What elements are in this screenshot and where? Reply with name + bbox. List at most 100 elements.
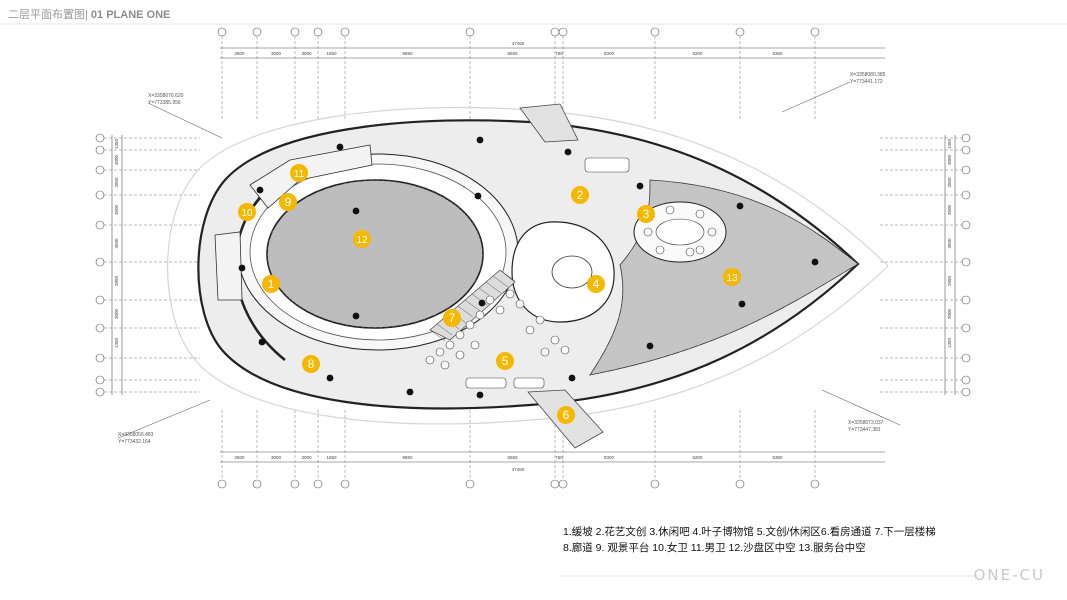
stair-tread: [457, 305, 474, 318]
grid-bubble: [252, 479, 262, 489]
marker-dot: [496, 352, 514, 370]
coordinate-x-se: X=3358073.037: [848, 420, 884, 426]
grid-bubble: [95, 353, 105, 363]
grid-bubble: [340, 479, 350, 489]
dimension-top: 2800: [234, 51, 245, 56]
dimension-left: 1350: [114, 138, 119, 149]
dimension-total-bottom: 47450: [512, 467, 525, 472]
dimension-bottom: 6550: [507, 455, 518, 460]
dimension-left: 3500: [114, 204, 119, 215]
dimension-right: 3500: [947, 238, 952, 249]
brand-logo: ONE-CU: [973, 566, 1045, 584]
grid-bubble: [550, 27, 560, 37]
marker-dot: [637, 205, 655, 223]
grid-bubble: [95, 387, 105, 397]
bar-stool: [707, 227, 717, 237]
stair-tread: [485, 281, 502, 294]
coordinate-y-nw: Y=773385.956: [148, 100, 181, 106]
marker-number: 10: [241, 208, 253, 219]
column: [256, 186, 264, 194]
marker-number: 6: [563, 408, 570, 422]
grid-bubble: [961, 133, 971, 143]
dimension-left: 2850: [114, 177, 119, 188]
dimension-right: 3000: [947, 154, 952, 165]
dimension-bottom: 2800: [234, 455, 245, 460]
grid-bubble: [650, 479, 660, 489]
marker-number: 4: [593, 277, 600, 291]
grid-bubble: [95, 165, 105, 175]
seat: [495, 305, 505, 315]
coordinate-x-nw: X=3358076.620: [148, 93, 184, 99]
dimension-bottom: 1650: [326, 455, 337, 460]
leisure-bar-inner: [655, 218, 705, 246]
furniture: [425, 157, 717, 389]
marker-dot: [279, 193, 297, 211]
columns: [238, 136, 819, 399]
room-marker-6: 6: [557, 406, 575, 424]
grid-bubble: [735, 479, 745, 489]
sofa: [465, 377, 507, 389]
column: [352, 312, 360, 320]
room-marker-13: 13: [723, 268, 741, 286]
dimension-bottom: 750: [555, 455, 563, 460]
grid-bubble: [95, 145, 105, 155]
dimension-labels: 2800280030003000300030001650165098509850…: [114, 41, 952, 472]
marker-number: 9: [285, 195, 292, 209]
dimension-right: 3000: [947, 308, 952, 319]
column: [568, 374, 576, 382]
stair-tread: [492, 275, 509, 288]
dimension-top: 5350: [772, 51, 783, 56]
grid-bubble: [810, 479, 820, 489]
seat: [455, 350, 465, 360]
dimension-bottom: 3000: [301, 455, 312, 460]
dimension-right: 1350: [947, 138, 952, 149]
toilet-block-south: [214, 231, 243, 301]
grid-bubble: [961, 295, 971, 305]
room-marker-7: 7: [443, 309, 461, 327]
marker-number: 7: [449, 311, 456, 325]
grid-bubble: [95, 190, 105, 200]
marker-number: 2: [577, 188, 584, 202]
bar-stool: [695, 209, 705, 219]
seat: [440, 360, 450, 370]
coordinate-leaders: [117, 81, 901, 439]
stair-tread: [464, 299, 481, 312]
seat: [540, 347, 550, 357]
grid-bubble: [961, 387, 971, 397]
bar-stool: [643, 227, 653, 237]
column: [636, 182, 644, 190]
marker-number: 1: [268, 277, 275, 291]
dimension-top: 8300: [604, 51, 615, 56]
grid-bubble: [252, 27, 262, 37]
grid-bubble: [961, 323, 971, 333]
seat: [445, 340, 455, 350]
stair-tread: [429, 329, 446, 342]
grid-bubble: [290, 479, 300, 489]
dimension-top: 1650: [326, 51, 337, 56]
coordinate-y-sw: Y=773432.164: [118, 439, 151, 445]
marker-dot: [571, 186, 589, 204]
seat: [455, 330, 465, 340]
void-12-hatch: [267, 180, 483, 328]
grid-bubble: [558, 479, 568, 489]
grid-bubble: [217, 27, 227, 37]
grid-bubble: [313, 27, 323, 37]
legend: 1.缓坡 2.花艺文创 3.休闲吧 4.叶子博物馆 5.文创/休闲区6.看房通道…: [563, 524, 936, 556]
dimension-top: 6200: [692, 51, 703, 56]
dimension-left: 2850: [114, 275, 119, 286]
grid-bubble: [95, 133, 105, 143]
page-title: 二层平面布置图| 01 PLANE ONE: [8, 6, 170, 22]
grid-bubble: [961, 353, 971, 363]
seat: [485, 295, 495, 305]
room-marker-11: 11: [290, 164, 308, 182]
dimension-left: 3500: [114, 238, 119, 249]
coordinate-x-sw: X=3358056.483: [118, 432, 154, 438]
column: [564, 148, 572, 156]
dimension-right: 2850: [947, 275, 952, 286]
title-main: 01 PLANE ONE: [90, 9, 171, 21]
column: [258, 338, 266, 346]
room-marker-5: 5: [496, 352, 514, 370]
marker-dot: [557, 406, 575, 424]
legend-line-1: 1.缓坡 2.花艺文创 3.休闲吧 4.叶子博物馆 5.文创/休闲区6.看房通道…: [563, 526, 936, 538]
coordinates: X=3358076.620 Y=773385.956 X=3358080.385…: [118, 72, 886, 445]
